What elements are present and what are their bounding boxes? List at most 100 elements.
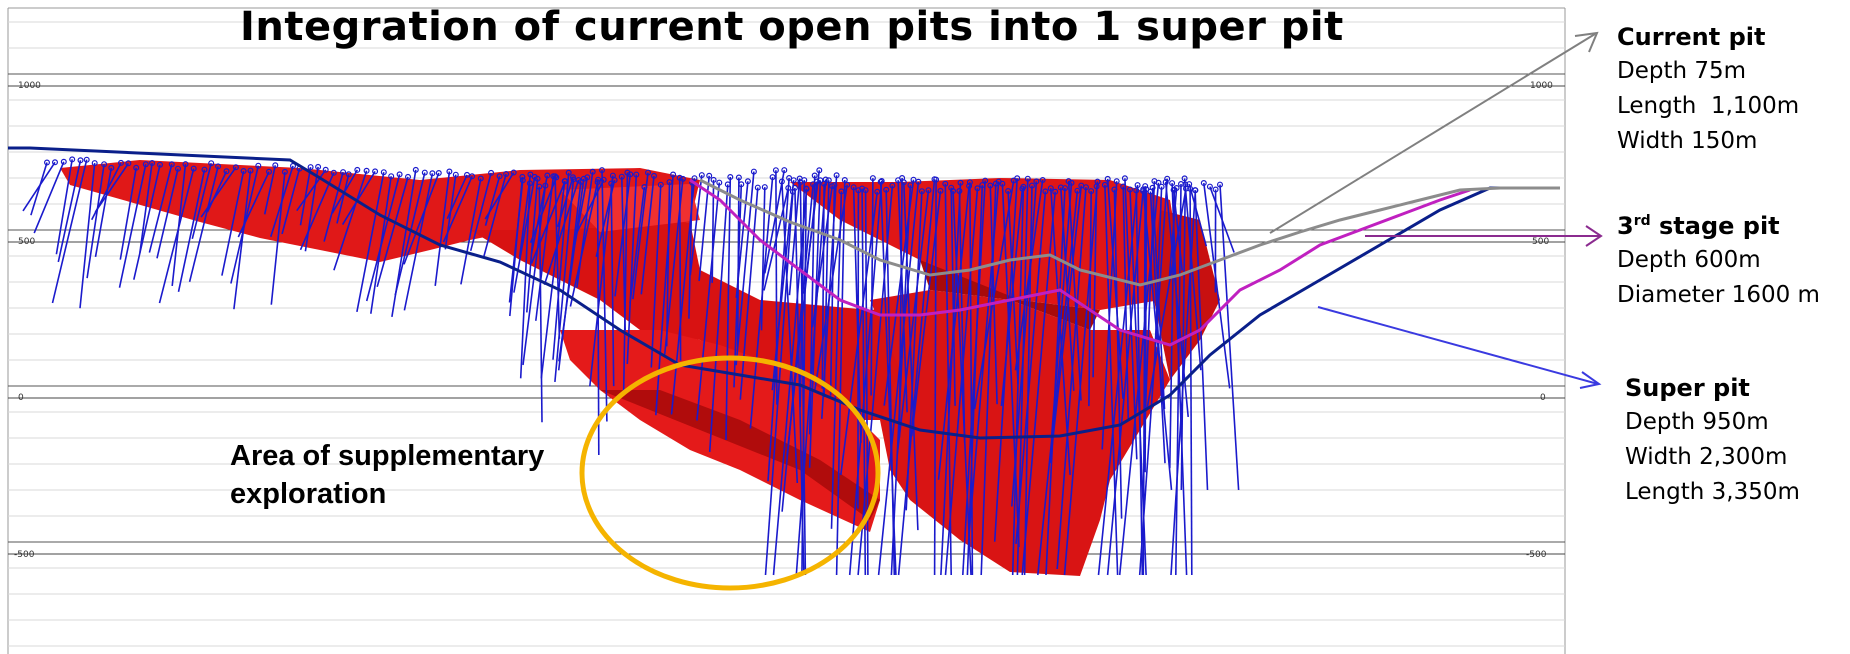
drill-hole xyxy=(1063,181,1099,576)
drill-hole xyxy=(655,174,674,416)
drill-collar xyxy=(223,168,230,175)
ore-body-shade-3 xyxy=(920,260,1100,330)
drill-collar xyxy=(570,176,577,183)
drill-hole xyxy=(801,188,807,576)
drill-collar xyxy=(435,170,442,177)
drill-collar xyxy=(496,173,503,180)
drill-collar xyxy=(307,164,314,171)
drill-hole xyxy=(962,180,986,576)
drill-hole xyxy=(133,164,161,280)
drill-collar xyxy=(1181,175,1188,182)
drill-collar xyxy=(527,171,534,178)
drill-collar xyxy=(679,175,686,182)
drill-collar xyxy=(816,167,823,174)
grid xyxy=(7,7,1566,654)
drill-hole xyxy=(1146,188,1187,410)
drill-collar xyxy=(322,166,329,173)
drill-collar xyxy=(182,161,189,168)
drill-collar xyxy=(565,169,572,176)
drill-hole xyxy=(877,181,920,576)
drill-collar xyxy=(330,169,337,176)
drill-hole xyxy=(484,176,501,226)
drill-collar xyxy=(735,174,742,181)
drill-collar xyxy=(552,173,559,180)
tick-label-1000-left: 1000 xyxy=(18,81,41,91)
drill-collar xyxy=(850,184,857,191)
drill-collar xyxy=(797,179,804,186)
drill-collar xyxy=(77,157,84,164)
drill-hole xyxy=(1144,189,1148,473)
drill-hole xyxy=(1164,182,1189,417)
drill-hole xyxy=(966,185,984,576)
drill-hole xyxy=(296,169,327,212)
drill-hole xyxy=(341,170,376,226)
drill-collar xyxy=(957,179,964,186)
drill-hole xyxy=(148,164,173,253)
current-pit-outline xyxy=(699,178,1560,287)
drill-hole xyxy=(403,172,440,265)
drill-hole xyxy=(304,166,319,252)
drill-holes xyxy=(22,156,1240,576)
drill-collar xyxy=(1200,180,1207,187)
drill-collar xyxy=(1182,181,1189,188)
drill-collar xyxy=(1104,175,1111,182)
drill-collar xyxy=(633,171,640,178)
drill-collar xyxy=(83,156,90,163)
super-pit-width: Width 2,300m xyxy=(1625,444,1788,470)
drill-hole xyxy=(51,159,88,304)
drill-collar xyxy=(142,161,149,168)
ore-body-central-lobe xyxy=(470,222,960,420)
drill-collar xyxy=(1020,183,1027,190)
drill-collar xyxy=(133,164,140,171)
drill-collar xyxy=(255,162,262,169)
drill-hole xyxy=(897,179,936,576)
drill-hole xyxy=(829,185,836,396)
drill-hole xyxy=(725,176,732,441)
drill-hole xyxy=(739,187,759,400)
drill-hole xyxy=(1144,181,1156,421)
drill-collar xyxy=(503,171,510,178)
drill-collar xyxy=(778,178,785,185)
drill-hole xyxy=(1000,188,1024,407)
drill-collar xyxy=(117,159,124,166)
drill-collar xyxy=(627,171,634,178)
drill-collar xyxy=(542,182,549,189)
drill-hole xyxy=(852,187,862,443)
drill-hole xyxy=(1169,189,1176,469)
drill-hole xyxy=(1092,186,1098,378)
drill-collar xyxy=(201,166,208,173)
drill-collar xyxy=(1192,187,1199,194)
drill-hole xyxy=(767,177,790,482)
drill-collar xyxy=(1005,188,1012,195)
drill-collar xyxy=(862,187,869,194)
drill-collar xyxy=(536,183,543,190)
drill-hole xyxy=(281,168,301,235)
drill-hole xyxy=(764,169,786,274)
drill-collar xyxy=(1088,188,1095,195)
super-pit-length: Length 3,350m xyxy=(1625,479,1800,505)
ore-body-east-flank xyxy=(1150,210,1220,380)
drill-hole xyxy=(1171,183,1188,576)
drill-collar xyxy=(915,178,922,185)
drill-hole xyxy=(640,175,655,295)
third-stage-pit-depth: Depth 600m xyxy=(1617,247,1761,273)
third-stage-sup: rd xyxy=(1633,213,1651,229)
drill-hole xyxy=(206,170,228,213)
drill-hole xyxy=(973,180,1015,410)
drill-hole xyxy=(883,179,915,406)
callout-arrows xyxy=(1269,31,1603,389)
third-stage-rest: stage pit xyxy=(1650,212,1780,240)
drill-collar xyxy=(1024,175,1031,182)
drill-hole xyxy=(1113,189,1123,519)
drill-hole xyxy=(394,172,426,296)
drill-hole xyxy=(442,175,473,243)
drill-collar xyxy=(833,172,840,179)
drill-collar xyxy=(803,186,810,193)
drill-hole xyxy=(518,174,532,258)
drill-collar xyxy=(942,180,949,187)
drill-collar xyxy=(1047,185,1054,192)
drill-hole xyxy=(1219,184,1240,491)
drill-collar xyxy=(974,185,981,192)
drill-collar xyxy=(841,177,848,184)
drill-hole xyxy=(1194,190,1209,491)
